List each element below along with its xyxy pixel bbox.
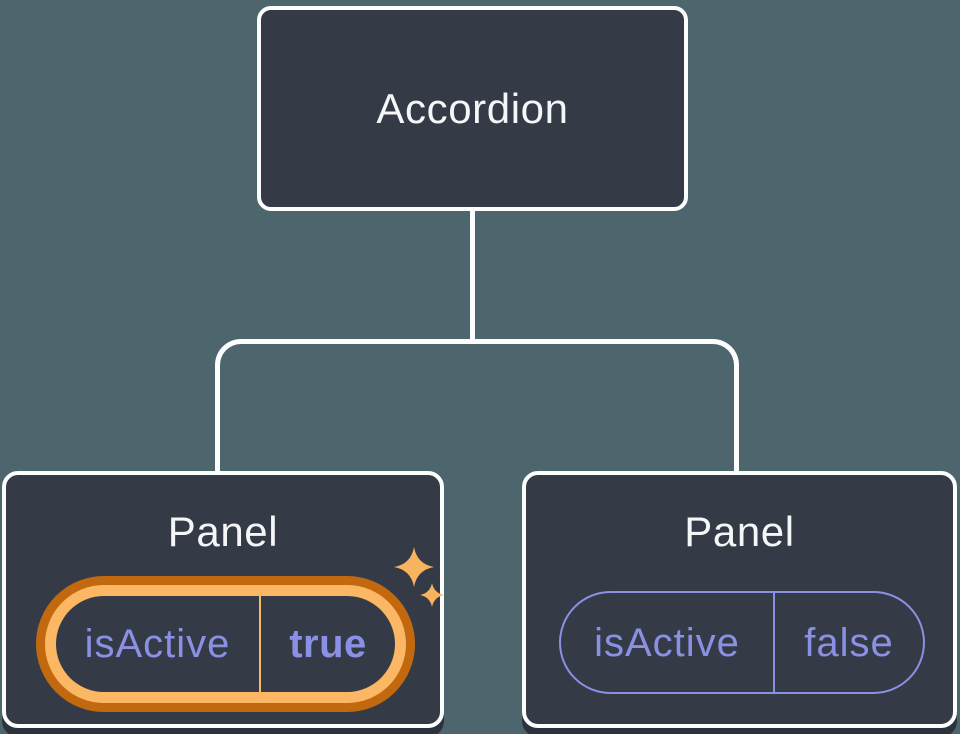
connector-branch xyxy=(215,339,739,473)
prop-value-label: false xyxy=(804,620,894,665)
prop-pill-active-inner: isActive true xyxy=(56,596,395,692)
root-node: Accordion xyxy=(257,6,688,211)
prop-name-label: isActive xyxy=(84,622,231,666)
root-node-label: Accordion xyxy=(376,84,569,132)
panel-label: Panel xyxy=(684,508,795,555)
prop-name-label: isActive xyxy=(594,620,740,665)
prop-pill-active: isActive true xyxy=(36,576,415,712)
panel-node-inactive: Panel isActive false xyxy=(522,471,957,728)
connector-stem xyxy=(470,209,475,340)
prop-pill-inactive: isActive false xyxy=(559,591,925,694)
panel-node-active: Panel isActive true xyxy=(2,471,444,728)
prop-name-cell: isActive xyxy=(561,593,775,692)
prop-name-cell: isActive xyxy=(56,596,261,692)
panel-label: Panel xyxy=(167,508,279,555)
sparkles-icon xyxy=(394,547,444,607)
prop-value-cell: false xyxy=(775,593,923,692)
prop-value-label: true xyxy=(289,622,367,666)
prop-value-cell: true xyxy=(261,596,395,692)
